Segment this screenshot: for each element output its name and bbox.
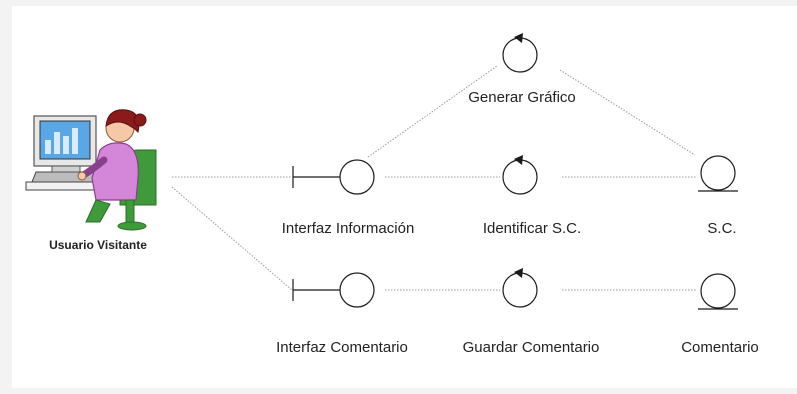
person-at-computer-icon <box>25 109 157 231</box>
control-identificar-sc-icon <box>502 155 538 195</box>
boundary-interfaz-informacion-icon <box>292 159 375 195</box>
label-generar-grafico: Generar Gráfico <box>468 89 576 106</box>
entity-comentario-icon <box>698 273 738 310</box>
entity-sc-icon <box>698 155 738 192</box>
label-guardar-comentario: Guardar Comentario <box>462 339 600 356</box>
control-generar-grafico-icon <box>502 33 538 73</box>
boundary-interfaz-comentario-icon <box>292 272 375 308</box>
link-actor-interfaz-comentario <box>171 186 293 291</box>
label-identificar-sc: Identificar S.C. <box>482 220 582 237</box>
link-interfaz-informacion-generar-grafico <box>367 65 498 158</box>
label-interfaz-informacion: Interfaz Información <box>281 220 415 237</box>
label-comentario: Comentario <box>681 339 759 356</box>
link-generar-grafico-sc <box>559 69 696 156</box>
actor-label-usuario-visitante: Usuario Visitante <box>49 238 147 252</box>
control-guardar-comentario-icon <box>502 268 538 308</box>
label-sc: S.C. <box>707 220 737 237</box>
label-interfaz-comentario: Interfaz Comentario <box>276 339 408 356</box>
